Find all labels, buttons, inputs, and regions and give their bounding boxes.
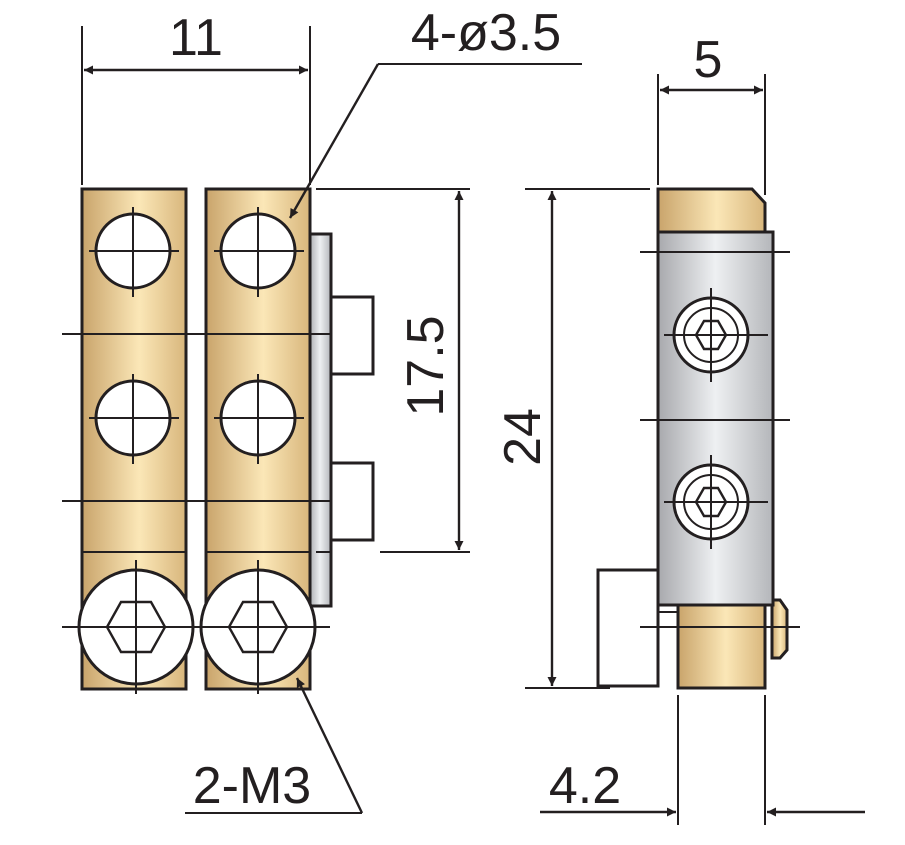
side-view [596, 187, 800, 690]
steel-body-side [656, 230, 775, 607]
hole-top-left [89, 207, 179, 297]
front-view [62, 187, 375, 694]
brass-cap-side [656, 187, 767, 236]
hole-mid-right [214, 374, 304, 464]
bolt-stub-upper [329, 295, 375, 376]
leader-holes: 4-ø3.5 [288, 4, 582, 219]
dimension-width-front: 11 [81, 9, 311, 185]
dimension-hole-pitch: 17.5 [316, 188, 470, 553]
label-width-side: 5 [694, 31, 723, 89]
label-offset: 4.2 [549, 757, 621, 815]
brass-base-side [676, 603, 767, 690]
label-hole-pitch: 17.5 [397, 315, 455, 416]
leader-screws: 2-M3 [185, 677, 364, 815]
label-height: 24 [494, 408, 552, 466]
side-nub [770, 598, 789, 660]
hole-top-right [214, 207, 304, 297]
dimension-offset: 4.2 [540, 695, 865, 825]
dimension-height: 24 [494, 188, 650, 689]
hole-mid-left [89, 374, 179, 464]
bolt-stub-lower [329, 461, 375, 542]
label-screws: 2-M3 [193, 757, 311, 815]
steel-plate-front [307, 232, 333, 608]
dimension-width-side: 5 [657, 31, 766, 195]
label-holes: 4-ø3.5 [411, 4, 561, 62]
socket-screw-lower [664, 455, 768, 549]
socket-screw-upper [664, 288, 768, 382]
label-width-front: 11 [169, 9, 223, 67]
